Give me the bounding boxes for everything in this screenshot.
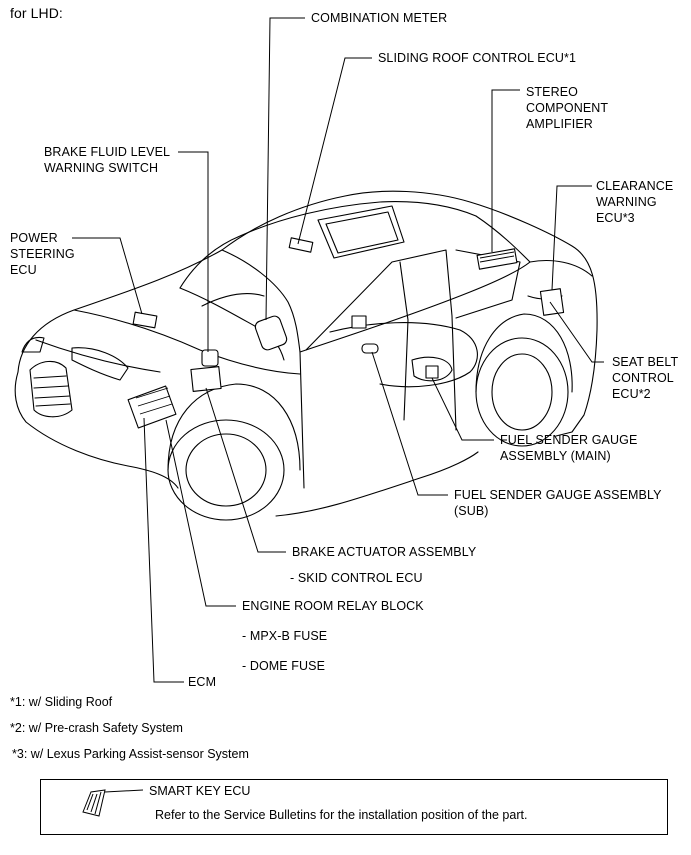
label-skid-control-ecu: - SKID CONTROL ECU bbox=[290, 571, 423, 585]
leader-engine-room-relay bbox=[165, 419, 236, 607]
label-mpx-b-fuse: - MPX-B FUSE bbox=[242, 629, 328, 643]
label-sliding-roof-ecu: SLIDING ROOF CONTROL ECU*1 bbox=[378, 51, 576, 65]
label-brake-fluid-switch: BRAKE FLUID LEVEL WARNING SWITCH bbox=[44, 145, 171, 175]
label-engine-room-relay: ENGINE ROOM RELAY BLOCK bbox=[242, 599, 424, 613]
engine-relay-block-part bbox=[127, 385, 177, 429]
label-combination-meter: COMBINATION METER bbox=[311, 11, 448, 25]
footnote-3: *3: w/ Lexus Parking Assist-sensor Syste… bbox=[12, 747, 249, 761]
brake-fluid-switch-part bbox=[201, 349, 219, 367]
smart-key-ecu-icon bbox=[82, 789, 144, 817]
leader-brake-actuator bbox=[205, 387, 286, 553]
label-fuel-sender-main: FUEL SENDER GAUGE ASSEMBLY (MAIN) bbox=[500, 433, 638, 463]
footnote-2: *2: w/ Pre-crash Safety System bbox=[10, 721, 183, 735]
power-steering-ecu-part bbox=[132, 311, 158, 329]
label-ecm: ECM bbox=[188, 675, 217, 689]
leader-fuel-sender-sub bbox=[371, 351, 448, 496]
leader-seat-belt-ecu bbox=[549, 301, 604, 363]
leader-ecm bbox=[143, 417, 184, 683]
label-stereo-amplifier: STEREO COMPONENT AMPLIFIER bbox=[526, 85, 609, 131]
label-clearance-warning-ecu: CLEARANCE WARNING ECU*3 bbox=[596, 179, 674, 225]
leader-clearance-warning-ecu bbox=[551, 185, 592, 291]
leader-stereo-amplifier bbox=[491, 89, 520, 252]
footnote-1: *1: w/ Sliding Roof bbox=[10, 695, 113, 709]
fuel-sender-main-part bbox=[425, 365, 439, 379]
leader-power-steering-ecu bbox=[72, 237, 143, 315]
label-dome-fuse: - DOME FUSE bbox=[242, 659, 326, 673]
car-body-outline bbox=[17, 190, 598, 437]
label-seat-belt-ecu: SEAT BELT CONTROL ECU*2 bbox=[612, 355, 679, 401]
combination-meter-part bbox=[254, 315, 288, 351]
grille-outline bbox=[29, 360, 73, 418]
smart-key-ecu-title: SMART KEY ECU bbox=[149, 784, 251, 798]
label-brake-actuator: BRAKE ACTUATOR ASSEMBLY bbox=[292, 545, 477, 559]
fuel-sender-sub-part bbox=[361, 343, 379, 354]
label-power-steering-ecu: POWER STEERING ECU bbox=[10, 231, 75, 277]
clearance-warning-ecu-part bbox=[539, 288, 565, 316]
sliding-roof-ecu-part bbox=[288, 237, 314, 253]
front-wheel bbox=[167, 419, 285, 521]
leader-fuel-sender-main bbox=[431, 377, 494, 441]
smart-key-ecu-note: Refer to the Service Bulletins for the i… bbox=[155, 808, 528, 822]
diagram-heading: for LHD: bbox=[10, 5, 63, 21]
leader-brake-fluid-switch bbox=[178, 151, 209, 352]
leader-sliding-roof-ecu bbox=[297, 57, 372, 245]
seat-belt-ecu-part bbox=[351, 315, 367, 329]
label-fuel-sender-sub: FUEL SENDER GAUGE ASSEMBLY (SUB) bbox=[454, 488, 662, 518]
brake-actuator-part bbox=[190, 366, 222, 392]
leader-combination-meter bbox=[265, 17, 305, 321]
sunroof-outline bbox=[317, 205, 405, 259]
smart-key-info-box: SMART KEY ECU Refer to the Service Bulle… bbox=[40, 779, 668, 835]
